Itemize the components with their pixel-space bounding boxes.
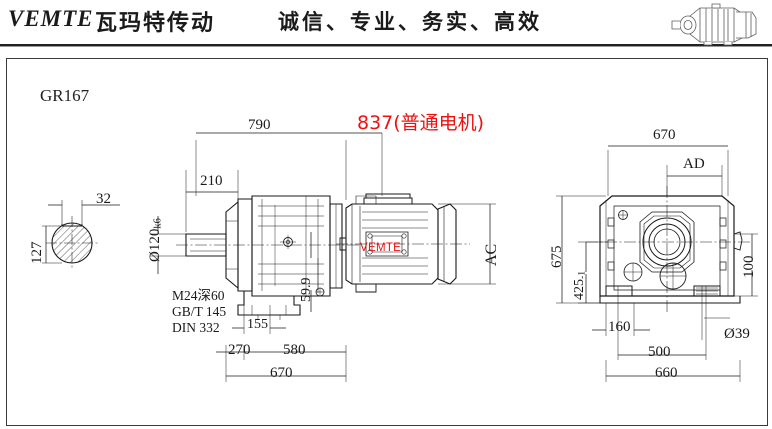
shaft-thread-note-line-3: DIN 332	[172, 320, 220, 335]
dim-fan-cover-ad-label: AD	[683, 156, 705, 172]
dim-base-width-label: 660	[655, 365, 678, 381]
dim-foot-hole-diameter-label: Ø39	[724, 326, 750, 342]
dim-shaft-length-label: 210	[200, 173, 223, 189]
gearbox-front-elevation	[586, 186, 750, 340]
dim-overall-length-with-motor-label: 837(普通电机)	[357, 112, 485, 134]
dim-center-height-value: 425	[572, 279, 587, 300]
dim-shaft-diameter-tolerance: k6	[152, 218, 164, 229]
dim-center-height-offset-label: 59.9	[299, 277, 314, 303]
motor-brand-label: VEMTE	[360, 242, 402, 254]
dim-housing-height-label: 675	[549, 245, 565, 269]
gearbox-product-illustration-icon	[660, 0, 768, 46]
dim-keyway-width-label: 32	[96, 191, 111, 207]
dim-flange-depth-label: 100	[741, 255, 757, 279]
dim-foot-hole-span-label: 500	[648, 344, 671, 360]
shaft-thread-note-line-1: M24深60	[172, 288, 225, 303]
dim-shaft-diameter-label: Ø120k6	[147, 218, 164, 262]
drawing-frame-border	[6, 58, 768, 426]
part-code-label: GR167	[40, 86, 90, 105]
brand-chinese-text: 瓦玛特传动	[95, 11, 216, 36]
dim-foot-offset-label: 155	[247, 317, 268, 332]
brand-latin-text: VEMTE	[8, 6, 94, 31]
company-slogan-text: 诚信、专业、务实、高效	[278, 10, 542, 34]
gearbox-motor-side-elevation	[176, 193, 470, 320]
dim-center-height-tolerance: -1	[576, 270, 588, 279]
shaft-end-section-view	[42, 200, 120, 270]
dim-foot-front-label: 270	[228, 342, 251, 358]
dim-shaft-diameter-value: Ø120	[147, 228, 163, 262]
dim-shaft-end-height-label: 127	[29, 241, 45, 265]
page-header: VEMTE 瓦玛特传动 诚信、专业、务实、高效	[0, 0, 772, 56]
dimension-lines	[150, 132, 758, 382]
header-divider-rule	[0, 44, 772, 47]
dim-foot-hole-offset-label: 160	[608, 319, 631, 335]
dim-housing-width-label: 670	[653, 127, 676, 143]
dim-center-height-label: 425-1	[572, 270, 588, 300]
dim-motor-height-ac-label: AC	[483, 243, 500, 266]
dim-foot-span-label: 580	[283, 342, 306, 358]
shaft-thread-note-line-2: GB/T 145	[172, 304, 227, 319]
dim-gearbox-length-label: 790	[248, 117, 271, 133]
dim-base-length-label: 670	[270, 365, 293, 381]
